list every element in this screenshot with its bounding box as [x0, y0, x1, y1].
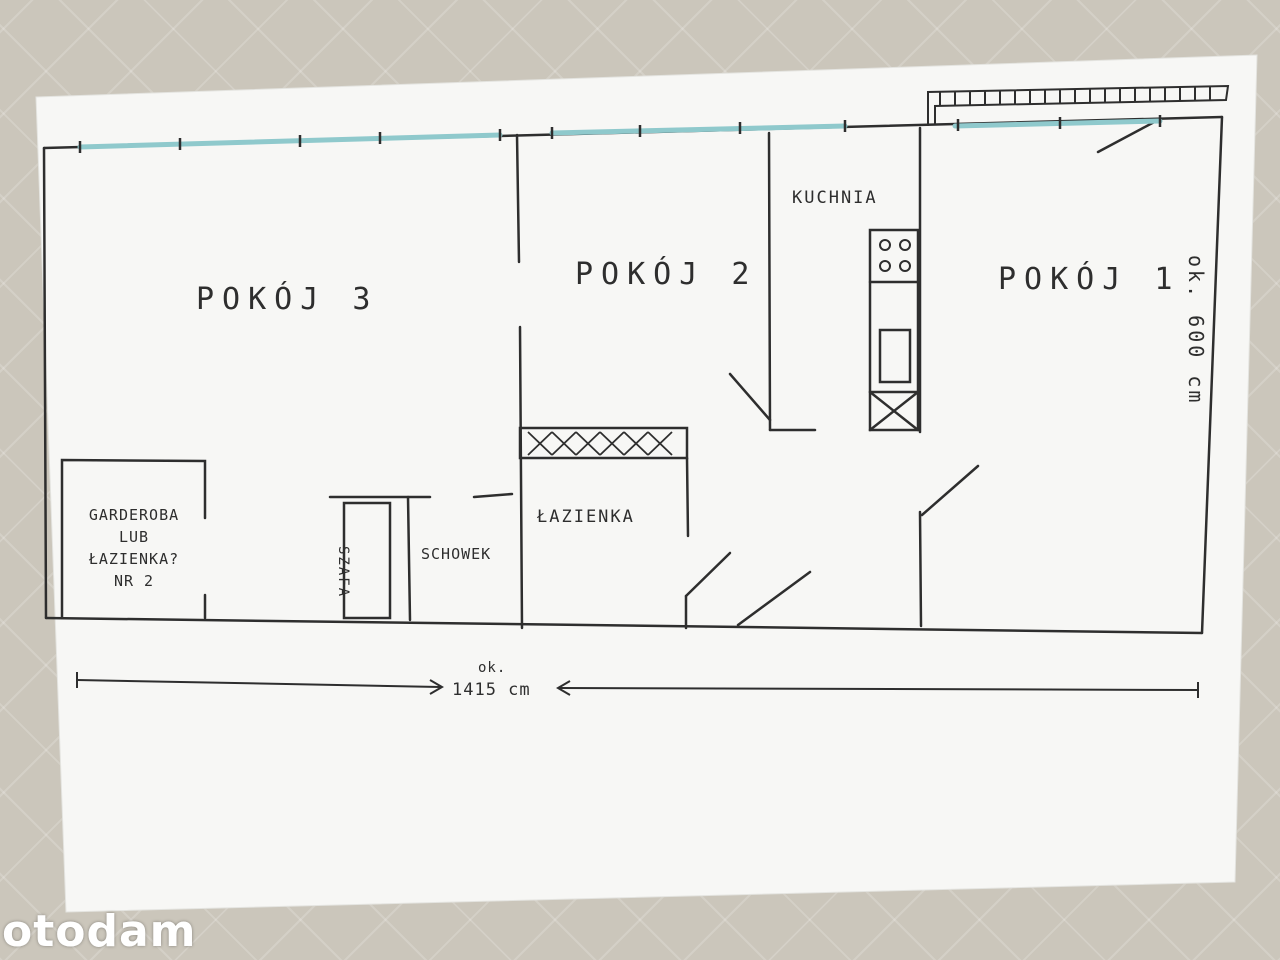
- windows: [77, 118, 1163, 150]
- wall-kuchnia-left: [767, 131, 772, 432]
- height-dimension-label: ok. 600 cm: [1184, 255, 1208, 406]
- window-ticks: [78, 115, 1162, 153]
- label-pokoj-2: POKÓJ 2: [575, 257, 758, 292]
- schowek-wall: [406, 495, 412, 622]
- lazienka-right-wall: [685, 456, 690, 538]
- label-schowek: SCHOWEK: [421, 545, 492, 563]
- label-garderoba-line-3: ŁAZIENKA?: [88, 550, 180, 568]
- right-wall: [1200, 115, 1224, 635]
- otodam-logo-watermark: otodam: [2, 906, 197, 957]
- lazienka-ceiling-box: [518, 426, 689, 460]
- garderoba-walls: [60, 458, 207, 620]
- schowek-door-stub: [472, 492, 514, 499]
- bottom-wall: [44, 616, 1204, 635]
- wall-pokoj3-pokoj2-lower: [518, 325, 524, 630]
- kitchen-sink: [878, 328, 912, 384]
- door-pokoj1: [920, 464, 980, 517]
- door-lazienka: [684, 551, 732, 598]
- label-pokoj-3: POKÓJ 3: [196, 282, 379, 317]
- paper-sheet: [35, 54, 1258, 913]
- window-door-pokoj1: [1096, 118, 1160, 154]
- width-dimension: [76, 672, 1199, 698]
- label-lazienka: ŁAZIENKA: [537, 507, 635, 527]
- balcony: [927, 84, 1230, 126]
- width-prefix-label: ok.: [478, 660, 507, 676]
- door-kuchnia: [728, 372, 772, 422]
- lazienka-hatch: [527, 431, 673, 456]
- label-garderoba-line-4: NR 2: [113, 572, 155, 590]
- label-garderoba-line-2: LUB: [118, 528, 150, 546]
- wall-pokoj1-left-lower: [918, 510, 923, 628]
- wall-pokoj3-pokoj2-upper: [515, 133, 521, 264]
- szafa-box: [342, 501, 392, 620]
- label-szafa: SZAFA: [335, 546, 351, 599]
- label-kuchnia: KUCHNIA: [792, 188, 878, 208]
- label-garderoba-line-1: GARDEROBA: [88, 506, 180, 524]
- width-value-label: 1415 cm: [452, 680, 531, 700]
- stove-burners: [879, 239, 911, 272]
- door-entrance: [736, 570, 812, 627]
- left-wall: [42, 146, 48, 620]
- label-pokoj-1: POKÓJ 1: [998, 262, 1181, 297]
- kitchen-counter: [868, 228, 920, 432]
- label-garderoba-group: GARDEROBA LUB ŁAZIENKA? NR 2: [72, 504, 196, 592]
